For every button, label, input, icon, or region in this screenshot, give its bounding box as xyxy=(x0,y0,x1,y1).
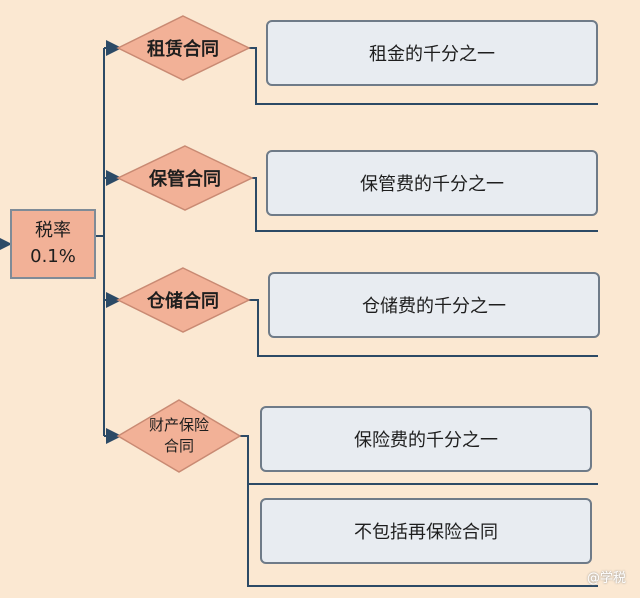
root-title: 税率 xyxy=(35,220,71,241)
diamond-3 xyxy=(116,267,251,333)
branch-label-insurance: 财产保险 合同 xyxy=(130,414,228,458)
root-node: 税率 0.1% xyxy=(10,209,96,279)
branch-label-insurance-line2: 合同 xyxy=(163,437,194,455)
diamond-1 xyxy=(116,15,251,81)
branch-label-custody: 保管合同 xyxy=(149,169,221,190)
box-lease: 租金的千分之一 xyxy=(266,20,598,86)
bracket-4 xyxy=(240,435,598,587)
branch-label-lease: 租赁合同 xyxy=(147,39,219,60)
box-custody: 保管费的千分之一 xyxy=(266,150,598,216)
root-rate: 0.1% xyxy=(30,246,76,267)
watermark: @学税 xyxy=(586,571,626,586)
box-insurance-exclusion: 不包括再保险合同 xyxy=(260,498,592,564)
diamond-2 xyxy=(116,145,254,211)
branch-label-warehouse: 仓储合同 xyxy=(147,291,219,312)
bracket-1 xyxy=(248,47,598,105)
bracket-2 xyxy=(252,177,598,232)
box-insurance-fee: 保险费的千分之一 xyxy=(260,406,592,472)
bracket-3 xyxy=(248,299,598,357)
box-warehouse: 仓储费的千分之一 xyxy=(268,272,600,338)
diamond-4 xyxy=(116,399,242,473)
branch-label-insurance-line1: 财产保险 xyxy=(148,416,209,434)
